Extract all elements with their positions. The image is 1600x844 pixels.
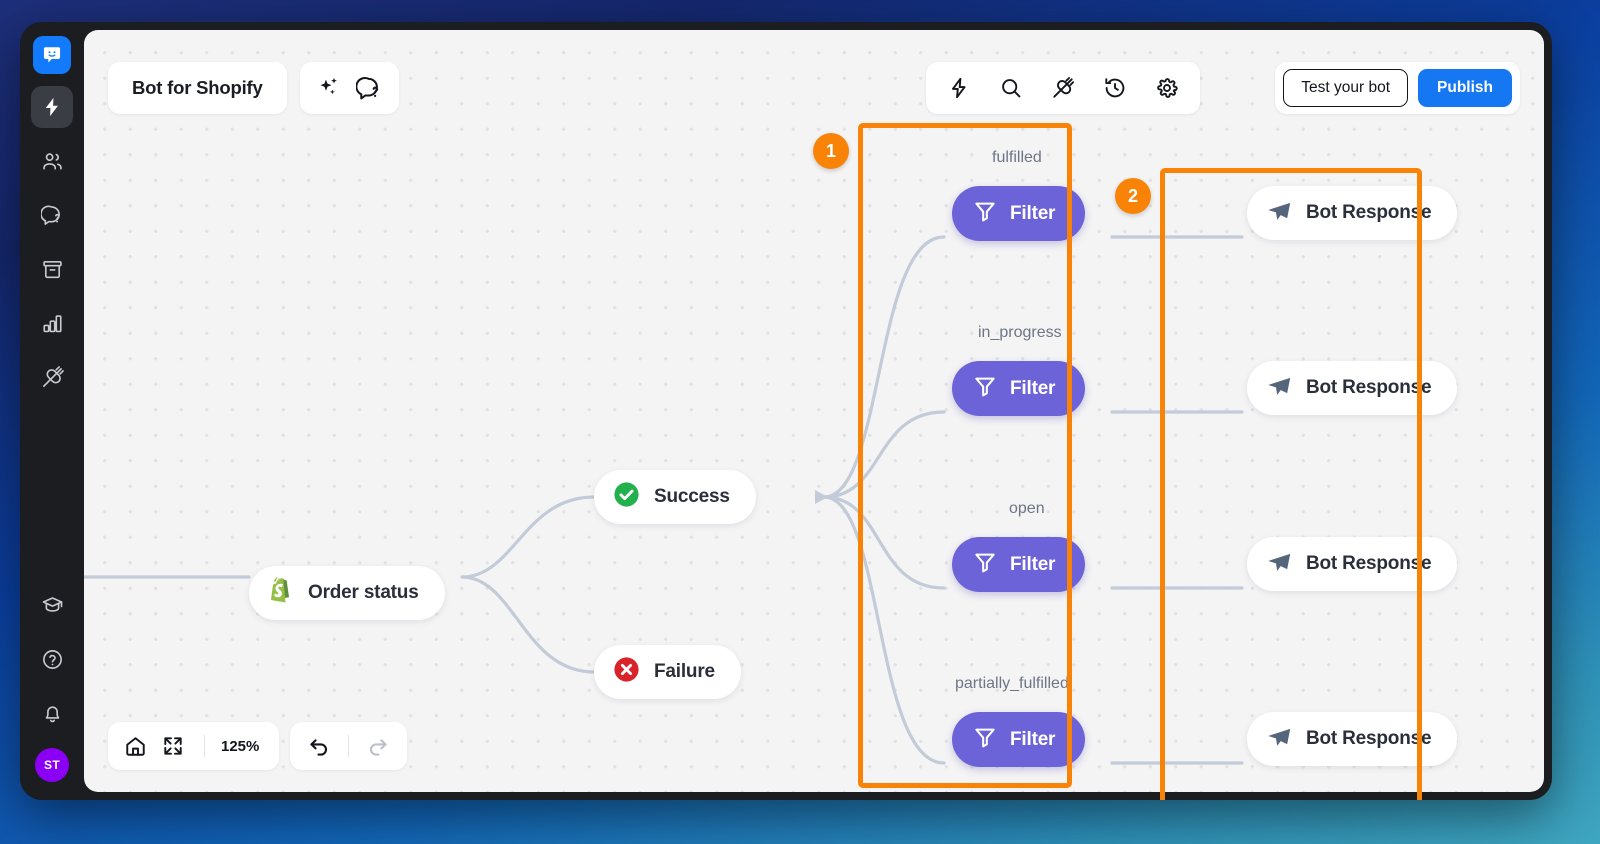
funnel-icon bbox=[972, 198, 998, 229]
chat-question-icon bbox=[40, 205, 60, 225]
expand-icon[interactable] bbox=[156, 729, 190, 763]
ai-tools-chip bbox=[300, 62, 399, 114]
node-label: Bot Response bbox=[1306, 202, 1432, 223]
node-success[interactable]: Success bbox=[594, 470, 756, 524]
chat-question-icon[interactable] bbox=[356, 75, 383, 102]
archive-icon bbox=[42, 260, 62, 278]
undo-redo-controls bbox=[290, 722, 407, 770]
funnel-icon bbox=[972, 549, 998, 580]
app-window: ST bbox=[20, 22, 1552, 800]
sidebar: ST bbox=[20, 22, 84, 800]
node-label: Filter bbox=[1010, 553, 1056, 575]
sidebar-item-automation[interactable] bbox=[31, 86, 73, 128]
sidebar-item-notifications[interactable] bbox=[31, 692, 73, 734]
node-bot-response-2[interactable]: Bot Response bbox=[1247, 361, 1458, 415]
send-icon bbox=[1265, 723, 1293, 756]
history-icon[interactable] bbox=[1096, 69, 1134, 107]
node-label: Bot Response bbox=[1306, 728, 1432, 749]
funnel-icon bbox=[972, 373, 998, 404]
bar-chart-icon bbox=[42, 314, 62, 332]
canvas-toolbar bbox=[926, 62, 1200, 114]
help-circle-icon bbox=[42, 649, 62, 669]
node-filter-in-progress[interactable]: Filter bbox=[952, 361, 1086, 416]
test-your-bot-button[interactable]: Test your bot bbox=[1283, 69, 1409, 107]
search-icon[interactable] bbox=[992, 69, 1030, 107]
send-icon bbox=[1265, 197, 1293, 230]
node-label: Filter bbox=[1010, 377, 1056, 399]
sparkles-icon[interactable] bbox=[316, 75, 342, 101]
node-bot-response-4[interactable]: Bot Response bbox=[1247, 712, 1458, 766]
bot-title-chip[interactable]: Bot for Shopify bbox=[108, 62, 287, 114]
check-circle-icon bbox=[612, 480, 641, 514]
sidebar-item-academy[interactable] bbox=[31, 584, 73, 626]
divider bbox=[348, 735, 349, 757]
sidebar-item-analytics[interactable] bbox=[31, 302, 73, 344]
sidebar-item-users[interactable] bbox=[31, 140, 73, 182]
send-icon bbox=[1265, 372, 1293, 405]
node-bot-response-1[interactable]: Bot Response bbox=[1247, 186, 1458, 240]
logo-speech-bubble-icon bbox=[43, 47, 61, 63]
chatbot-logo[interactable] bbox=[33, 36, 71, 78]
plug-icon bbox=[42, 365, 64, 387]
branch-label-in-progress: in_progress bbox=[978, 324, 1062, 341]
undo-icon[interactable] bbox=[302, 729, 336, 763]
sidebar-item-integrations[interactable] bbox=[31, 356, 73, 398]
node-bot-response-3[interactable]: Bot Response bbox=[1247, 537, 1458, 591]
shopify-icon bbox=[267, 576, 295, 611]
node-failure[interactable]: Failure bbox=[594, 645, 741, 699]
annotation-badge-1: 1 bbox=[813, 133, 849, 169]
lightning-icon[interactable] bbox=[940, 69, 978, 107]
branch-label-fulfilled: fulfilled bbox=[992, 149, 1042, 166]
zoom-controls: 125% bbox=[108, 722, 280, 770]
branch-label-open: open bbox=[1009, 500, 1045, 517]
node-label: Filter bbox=[1010, 728, 1056, 750]
x-circle-icon bbox=[612, 655, 641, 689]
node-label: Filter bbox=[1010, 202, 1056, 224]
funnel-icon bbox=[972, 724, 998, 755]
graduation-cap-icon bbox=[42, 596, 62, 612]
divider bbox=[204, 735, 205, 757]
redo-icon[interactable] bbox=[361, 729, 395, 763]
node-label: Bot Response bbox=[1306, 377, 1432, 398]
annotation-badge-2: 2 bbox=[1115, 178, 1151, 214]
publish-button[interactable]: Publish bbox=[1418, 69, 1512, 107]
action-buttons-chip: Test your bot Publish bbox=[1275, 62, 1520, 114]
avatar[interactable]: ST bbox=[35, 748, 69, 782]
sidebar-item-archive[interactable] bbox=[31, 248, 73, 290]
branch-label-partially-fulfilled: partially_fulfilled bbox=[955, 675, 1069, 692]
home-icon[interactable] bbox=[118, 729, 152, 763]
page-title: Bot for Shopify bbox=[132, 77, 263, 98]
bell-icon bbox=[45, 705, 59, 722]
node-label: Failure bbox=[654, 661, 715, 682]
node-filter-partially-fulfilled[interactable]: Filter bbox=[952, 712, 1086, 767]
plug-icon[interactable] bbox=[1044, 69, 1082, 107]
node-order-status[interactable]: Order status bbox=[249, 566, 445, 620]
edge-arrow bbox=[815, 490, 828, 504]
sidebar-item-chats[interactable] bbox=[31, 194, 73, 236]
sidebar-item-help[interactable] bbox=[31, 638, 73, 680]
send-icon bbox=[1265, 548, 1293, 581]
zoom-level[interactable]: 125% bbox=[221, 737, 260, 755]
node-label: Success bbox=[654, 486, 730, 507]
users-icon bbox=[42, 152, 62, 170]
node-filter-open[interactable]: Filter bbox=[952, 537, 1086, 592]
node-filter-fulfilled[interactable]: Filter bbox=[952, 186, 1086, 241]
gear-icon[interactable] bbox=[1148, 69, 1186, 107]
lightning-icon bbox=[45, 97, 58, 117]
node-label: Order status bbox=[308, 582, 419, 603]
node-label: Bot Response bbox=[1306, 553, 1432, 574]
